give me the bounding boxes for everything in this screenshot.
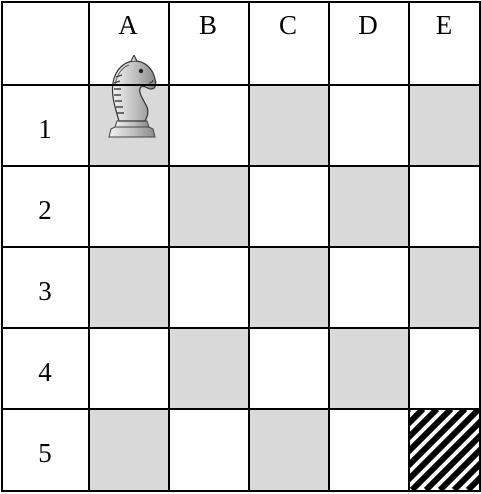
square-a3[interactable]	[89, 247, 169, 328]
hatched-target-square	[409, 409, 481, 490]
row-label-4: 4	[2, 359, 88, 386]
column-label-b: B	[169, 12, 247, 39]
grid-line-horizontal	[1, 408, 481, 410]
square-a5[interactable]	[89, 409, 169, 490]
knight-icon[interactable]	[101, 55, 163, 139]
column-label-d: D	[329, 12, 407, 39]
square-c2[interactable]	[249, 166, 329, 247]
grid-line-horizontal	[1, 84, 481, 86]
grid-line-horizontal	[1, 246, 481, 248]
square-e5[interactable]	[409, 409, 481, 490]
square-d2[interactable]	[329, 166, 409, 247]
square-a2[interactable]	[89, 166, 169, 247]
column-label-e: E	[409, 12, 479, 39]
grid-line-horizontal	[1, 1, 481, 3]
square-d5[interactable]	[329, 409, 409, 490]
square-d3[interactable]	[329, 247, 409, 328]
square-c4[interactable]	[249, 328, 329, 409]
row-label-2: 2	[2, 197, 88, 224]
square-c3[interactable]	[249, 247, 329, 328]
square-e3[interactable]	[409, 247, 481, 328]
column-label-a: A	[89, 12, 167, 39]
grid-line-horizontal	[1, 490, 481, 492]
row-label-5: 5	[2, 440, 88, 467]
square-b5[interactable]	[169, 409, 249, 490]
square-b4[interactable]	[169, 328, 249, 409]
row-label-1: 1	[2, 116, 88, 143]
square-e4[interactable]	[409, 328, 481, 409]
square-d4[interactable]	[329, 328, 409, 409]
square-e1[interactable]	[409, 85, 481, 166]
grid-line-horizontal	[1, 327, 481, 329]
square-c5[interactable]	[249, 409, 329, 490]
square-b3[interactable]	[169, 247, 249, 328]
square-c1[interactable]	[249, 85, 329, 166]
square-a4[interactable]	[89, 328, 169, 409]
square-e2[interactable]	[409, 166, 481, 247]
column-label-c: C	[249, 12, 327, 39]
square-b2[interactable]	[169, 166, 249, 247]
row-label-3: 3	[2, 278, 88, 305]
square-a1[interactable]	[89, 85, 169, 166]
square-d1[interactable]	[329, 85, 409, 166]
grid-line-horizontal	[1, 165, 481, 167]
square-b1[interactable]	[169, 85, 249, 166]
